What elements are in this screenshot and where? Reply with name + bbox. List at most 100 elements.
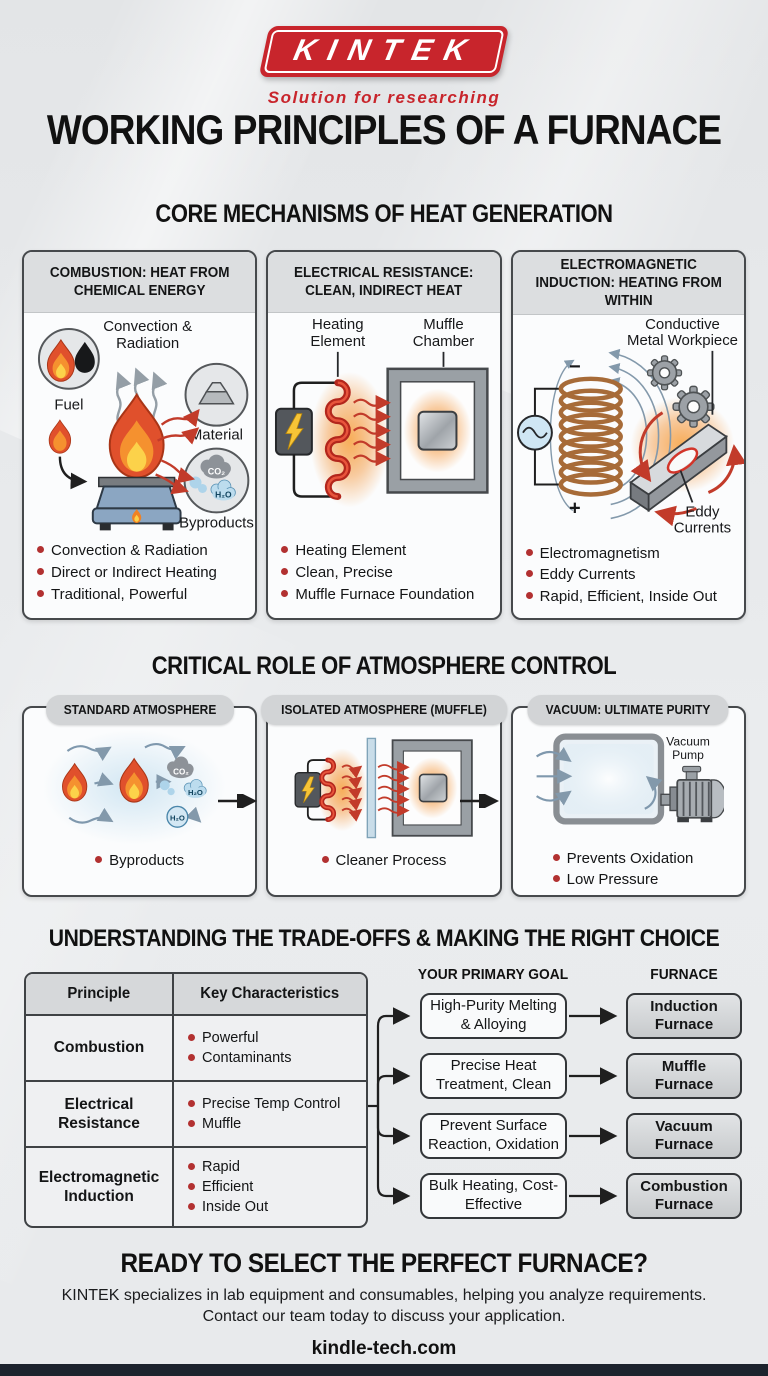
header: KINTEK xyxy=(0,26,768,77)
table-header-row: Principle Key Characteristics xyxy=(26,974,366,1014)
bullet-text: Eddy Currents xyxy=(539,566,636,584)
goal-box: High-Purity Melting & Alloying xyxy=(420,993,567,1039)
tradeoffs-section: Principle Key Characteristics Combustion… xyxy=(0,966,768,1232)
card-title: ELECTROMAGNETIC INDUCTION: HEATING FROM … xyxy=(535,257,722,310)
wire xyxy=(533,388,561,417)
wire xyxy=(533,449,561,486)
ac-source-icon xyxy=(516,415,553,451)
workpiece-label: Conductive xyxy=(645,316,720,333)
h2o-bubble-icon: H₂O xyxy=(166,805,189,828)
card-title-bar: ELECTROMAGNETIC INDUCTION: HEATING FROM … xyxy=(512,252,744,316)
radiation-label: Radiation xyxy=(116,335,179,352)
bullet-item: Cleaner Process xyxy=(321,850,446,871)
airflow-arrows-icon xyxy=(66,742,202,824)
bullet-text: Byproducts xyxy=(109,852,185,869)
bullet-item: Byproducts xyxy=(95,850,184,871)
furnace-column-header: FURNACE xyxy=(650,966,718,983)
furnace-box: Vacuum Furnace xyxy=(626,1113,742,1159)
bullet-item: Prevents Oxidation xyxy=(552,848,744,869)
combustion-illustration: Fuel Convection & Radiation xyxy=(37,318,254,531)
page-title: WORKING PRINCIPLES OF A FURNACE xyxy=(46,106,722,153)
fuel-icon xyxy=(37,327,100,390)
card-title-bar: COMBUSTION: HEAT FROM CHEMICAL ENERGY xyxy=(24,252,256,313)
characteristics-cell: Precise Temp Control Muffle xyxy=(174,1082,366,1146)
bullet-text: Rapid xyxy=(202,1158,240,1175)
svg-text:Chamber: Chamber xyxy=(413,333,474,350)
mechanism-cards-row: COMBUSTION: HEAT FROM CHEMICAL ENERGY xyxy=(0,250,768,620)
gear-icon xyxy=(646,355,682,391)
workpiece-icon xyxy=(419,773,448,803)
flow-arrow xyxy=(218,794,257,808)
footer-line2: Contact our team today to discuss your a… xyxy=(202,1308,566,1325)
card-pill-title: ISOLATED ATMOSPHERE (MUFFLE) xyxy=(261,695,507,725)
logo-text: KINTEK xyxy=(290,34,482,67)
eddy-currents-label: Eddy xyxy=(685,504,720,521)
bullet-text: Heating Element xyxy=(295,542,407,560)
muffle-chamber-label: Muffle xyxy=(424,316,464,333)
logo-tagline: Solution for researching xyxy=(267,88,501,107)
workpiece-icon xyxy=(628,423,728,513)
characteristics-cell: Powerful Contaminants xyxy=(174,1016,366,1080)
table-row: Combustion Powerful Contaminants xyxy=(26,1014,366,1080)
bullet-text: Rapid, Efficient, Inside Out xyxy=(539,588,717,606)
workpiece-icon xyxy=(417,410,458,451)
fuel-feed-arrow xyxy=(58,456,88,490)
footer-line1: KINTEK specializes in lab equipment and … xyxy=(61,1287,707,1304)
bullet-text: Clean, Precise xyxy=(295,564,393,582)
flow-arrow xyxy=(460,794,499,808)
section-title-atmosphere: CRITICAL ROLE OF ATMOSPHERE CONTROL xyxy=(151,652,617,680)
heat-arrows-icon xyxy=(378,760,411,817)
suction-arrows-icon xyxy=(535,746,663,810)
table-row: Electromagnetic Induction Rapid Efficien… xyxy=(26,1146,366,1226)
card-bullet-list: Electromagnetism Eddy Currents Rapid, Ef… xyxy=(513,541,744,618)
byproducts-icon: CO₂ H₂O xyxy=(183,447,250,514)
bullet-text: Inside Out xyxy=(202,1199,269,1216)
svg-text:Currents: Currents xyxy=(673,520,730,537)
bullet-text: Precise Temp Control xyxy=(202,1095,341,1112)
standard-atmosphere-illustration: CO₂ H₂O H₂O xyxy=(44,729,227,845)
bullet-item: Direct or Indirect Heating xyxy=(37,562,249,584)
resistance-illustration: Heating Element Muffle Chamber xyxy=(275,316,489,508)
bullet-text: Muffle xyxy=(202,1116,242,1132)
card-bullet-list: Heating Element Clean, Precise Muffle Fu… xyxy=(268,538,499,615)
card-bullet-list: Convection & Radiation Direct or Indirec… xyxy=(24,538,255,615)
bullet-text: Electromagnetism xyxy=(539,544,660,562)
bullet-text: Contaminants xyxy=(202,1050,292,1066)
co2-label: CO₂ xyxy=(173,767,189,776)
power-supply-icon xyxy=(294,772,322,808)
minus-sign: − xyxy=(569,356,581,378)
wire xyxy=(307,806,329,821)
furnace-box: Muffle Furnace xyxy=(626,1053,742,1099)
card-title: COMBUSTION: HEAT FROM CHEMICAL ENERGY xyxy=(49,264,230,299)
kintek-logo: KINTEK xyxy=(258,26,510,77)
burner-icon xyxy=(91,476,182,531)
bullet-item: Traditional, Powerful xyxy=(37,584,249,606)
bullet-item: Electromagnetism xyxy=(525,543,738,565)
goal-box: Prevent Surface Reaction, Oxidation xyxy=(420,1113,567,1159)
column-header-principle: Principle xyxy=(26,974,174,1014)
bullet-item: Convection & Radiation xyxy=(37,540,249,562)
induction-coil-icon xyxy=(558,376,623,498)
bullet-text: Powerful xyxy=(202,1029,259,1046)
card-bullet-list: Byproducts xyxy=(95,850,184,871)
card-electrical-resistance: ELECTRICAL RESISTANCE: CLEAN, INDIRECT H… xyxy=(266,250,502,620)
svg-text:Pump: Pump xyxy=(672,748,704,762)
principle-cell: Electromagnetic Induction xyxy=(26,1148,174,1226)
gear-icon xyxy=(672,386,715,429)
isolation-barrier xyxy=(367,737,377,839)
vacuum-illustration: Vacuum Pump xyxy=(535,733,724,825)
plus-sign: + xyxy=(569,498,581,520)
bullet-text: Convection & Radiation xyxy=(51,542,208,560)
fuel-flame-icon xyxy=(48,419,72,454)
card-title-bar: ELECTRICAL RESISTANCE: CLEAN, INDIRECT H… xyxy=(268,252,500,313)
svg-text:H₂O: H₂O xyxy=(170,813,185,822)
footer: READY TO SELECT THE PERFECT FURNACE? KIN… xyxy=(0,1248,768,1360)
flow-connectors xyxy=(364,1007,618,1205)
co2-label: CO₂ xyxy=(208,467,225,477)
flame-icon xyxy=(119,757,149,803)
flame-icon xyxy=(62,762,88,802)
eddy-current-arrows-icon xyxy=(630,411,744,527)
byproducts-label: Byproducts xyxy=(179,514,254,531)
bullet-text: Low Pressure xyxy=(566,871,659,888)
goal-box: Bulk Heating, Cost-Effective xyxy=(420,1173,567,1219)
